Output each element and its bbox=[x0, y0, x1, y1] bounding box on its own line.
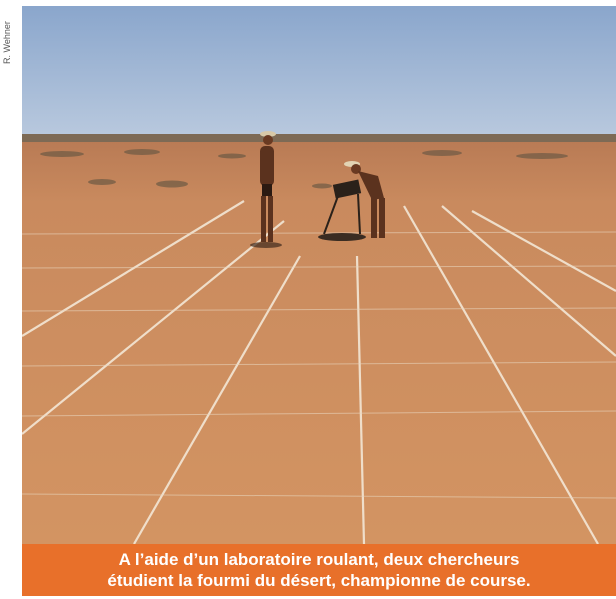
horizon-band bbox=[22, 134, 616, 144]
photo-credit-text: R. Wehner bbox=[2, 21, 12, 64]
researcher-standing bbox=[250, 131, 282, 248]
caption-line-2: étudient la fourmi du désert, championne… bbox=[107, 571, 531, 590]
desert-ground bbox=[22, 142, 616, 544]
sky bbox=[22, 6, 616, 138]
researcher-bending bbox=[344, 161, 385, 238]
cross-lines bbox=[22, 231, 616, 499]
distant-shrubs bbox=[40, 149, 568, 189]
mobile-laboratory bbox=[318, 179, 366, 241]
desert-photo bbox=[22, 6, 616, 544]
desert-scene bbox=[22, 6, 616, 544]
photo-credit: R. Wehner bbox=[2, 8, 16, 68]
caption-line-1: A l’aide d’un laboratoire roulant, deux … bbox=[118, 550, 520, 569]
photo-caption: A l’aide d’un laboratoire roulant, deux … bbox=[22, 544, 616, 596]
